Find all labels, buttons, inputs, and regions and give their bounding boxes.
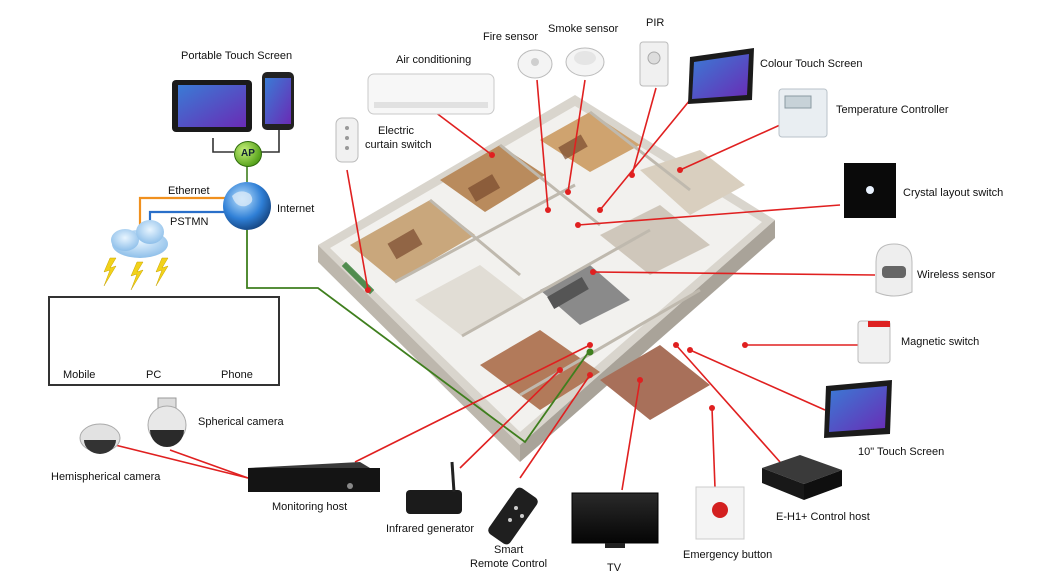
magnetic-switch-label: Magnetic switch — [901, 336, 980, 348]
fire-sensor-icon — [517, 49, 553, 79]
smoke-sensor-label: Smoke sensor — [548, 23, 619, 35]
device-group-box — [48, 296, 280, 386]
pstmn-label: PSTMN — [170, 216, 209, 228]
mobile-label: Mobile — [63, 369, 96, 381]
fire-sensor-label: Fire sensor — [483, 31, 539, 43]
colour-touch-screen-label: Colour Touch Screen — [760, 58, 863, 70]
hemispherical-camera-label: Hemispherical camera — [51, 471, 161, 483]
tv-label: TV — [607, 562, 622, 574]
portable-tablet-icon — [172, 80, 252, 132]
ap-badge: AP — [234, 141, 262, 167]
control-host-label: E-H1+ Control host — [776, 511, 870, 523]
wireless-sensor-label: Wireless sensor — [917, 269, 996, 281]
emergency-button-icon — [695, 486, 745, 540]
smart-remote-label-line1: Smart — [494, 544, 524, 556]
pc-label: PC — [146, 369, 162, 381]
tv-icon — [571, 492, 659, 548]
colour-touch-screen-icon — [688, 48, 754, 104]
air-conditioning-icon — [367, 73, 495, 115]
emergency-button-label: Emergency button — [683, 549, 773, 561]
curtain-switch-label-line2: curtain switch — [365, 139, 432, 151]
temperature-controller-icon — [778, 88, 828, 138]
smart-remote-icon — [488, 487, 538, 545]
infrared-generator-label: Infrared generator — [386, 523, 475, 535]
phone-label: Phone — [221, 369, 253, 381]
smoke-sensor-icon — [565, 47, 605, 77]
wireless-sensor-icon — [875, 243, 913, 297]
ten-inch-touch-screen-label: 10" Touch Screen — [858, 446, 945, 458]
ethernet-label: Ethernet — [168, 185, 210, 197]
ten-inch-touch-screen-icon — [824, 380, 892, 438]
cloud-icon — [103, 220, 169, 291]
control-host-icon — [762, 455, 842, 500]
portable-touch-screen-label: Portable Touch Screen — [181, 50, 293, 62]
infrared-generator-icon — [406, 461, 462, 514]
pir-icon — [639, 41, 669, 87]
internet-label: Internet — [277, 203, 315, 215]
curtain-switch-icon — [335, 117, 359, 163]
smart-remote-label-line2: Remote Control — [470, 558, 548, 570]
spherical-camera-icon — [147, 397, 187, 447]
hemispherical-camera-icon — [79, 423, 121, 454]
monitoring-host-icon — [248, 462, 380, 492]
spherical-camera-label: Spherical camera — [198, 416, 284, 428]
temperature-controller-label: Temperature Controller — [836, 104, 949, 116]
network-links — [114, 79, 876, 491]
curtain-switch-label-line1: Electric — [378, 125, 415, 137]
air-conditioning-label: Air conditioning — [396, 54, 472, 66]
portable-phone-icon — [262, 72, 294, 130]
internet-globe-icon — [223, 182, 271, 230]
magnetic-switch-icon — [857, 320, 891, 364]
crystal-layout-switch-label: Crystal layout switch — [903, 187, 1004, 199]
pir-label: PIR — [646, 17, 665, 29]
crystal-switch-icon — [844, 163, 896, 218]
monitoring-host-label: Monitoring host — [272, 501, 348, 513]
